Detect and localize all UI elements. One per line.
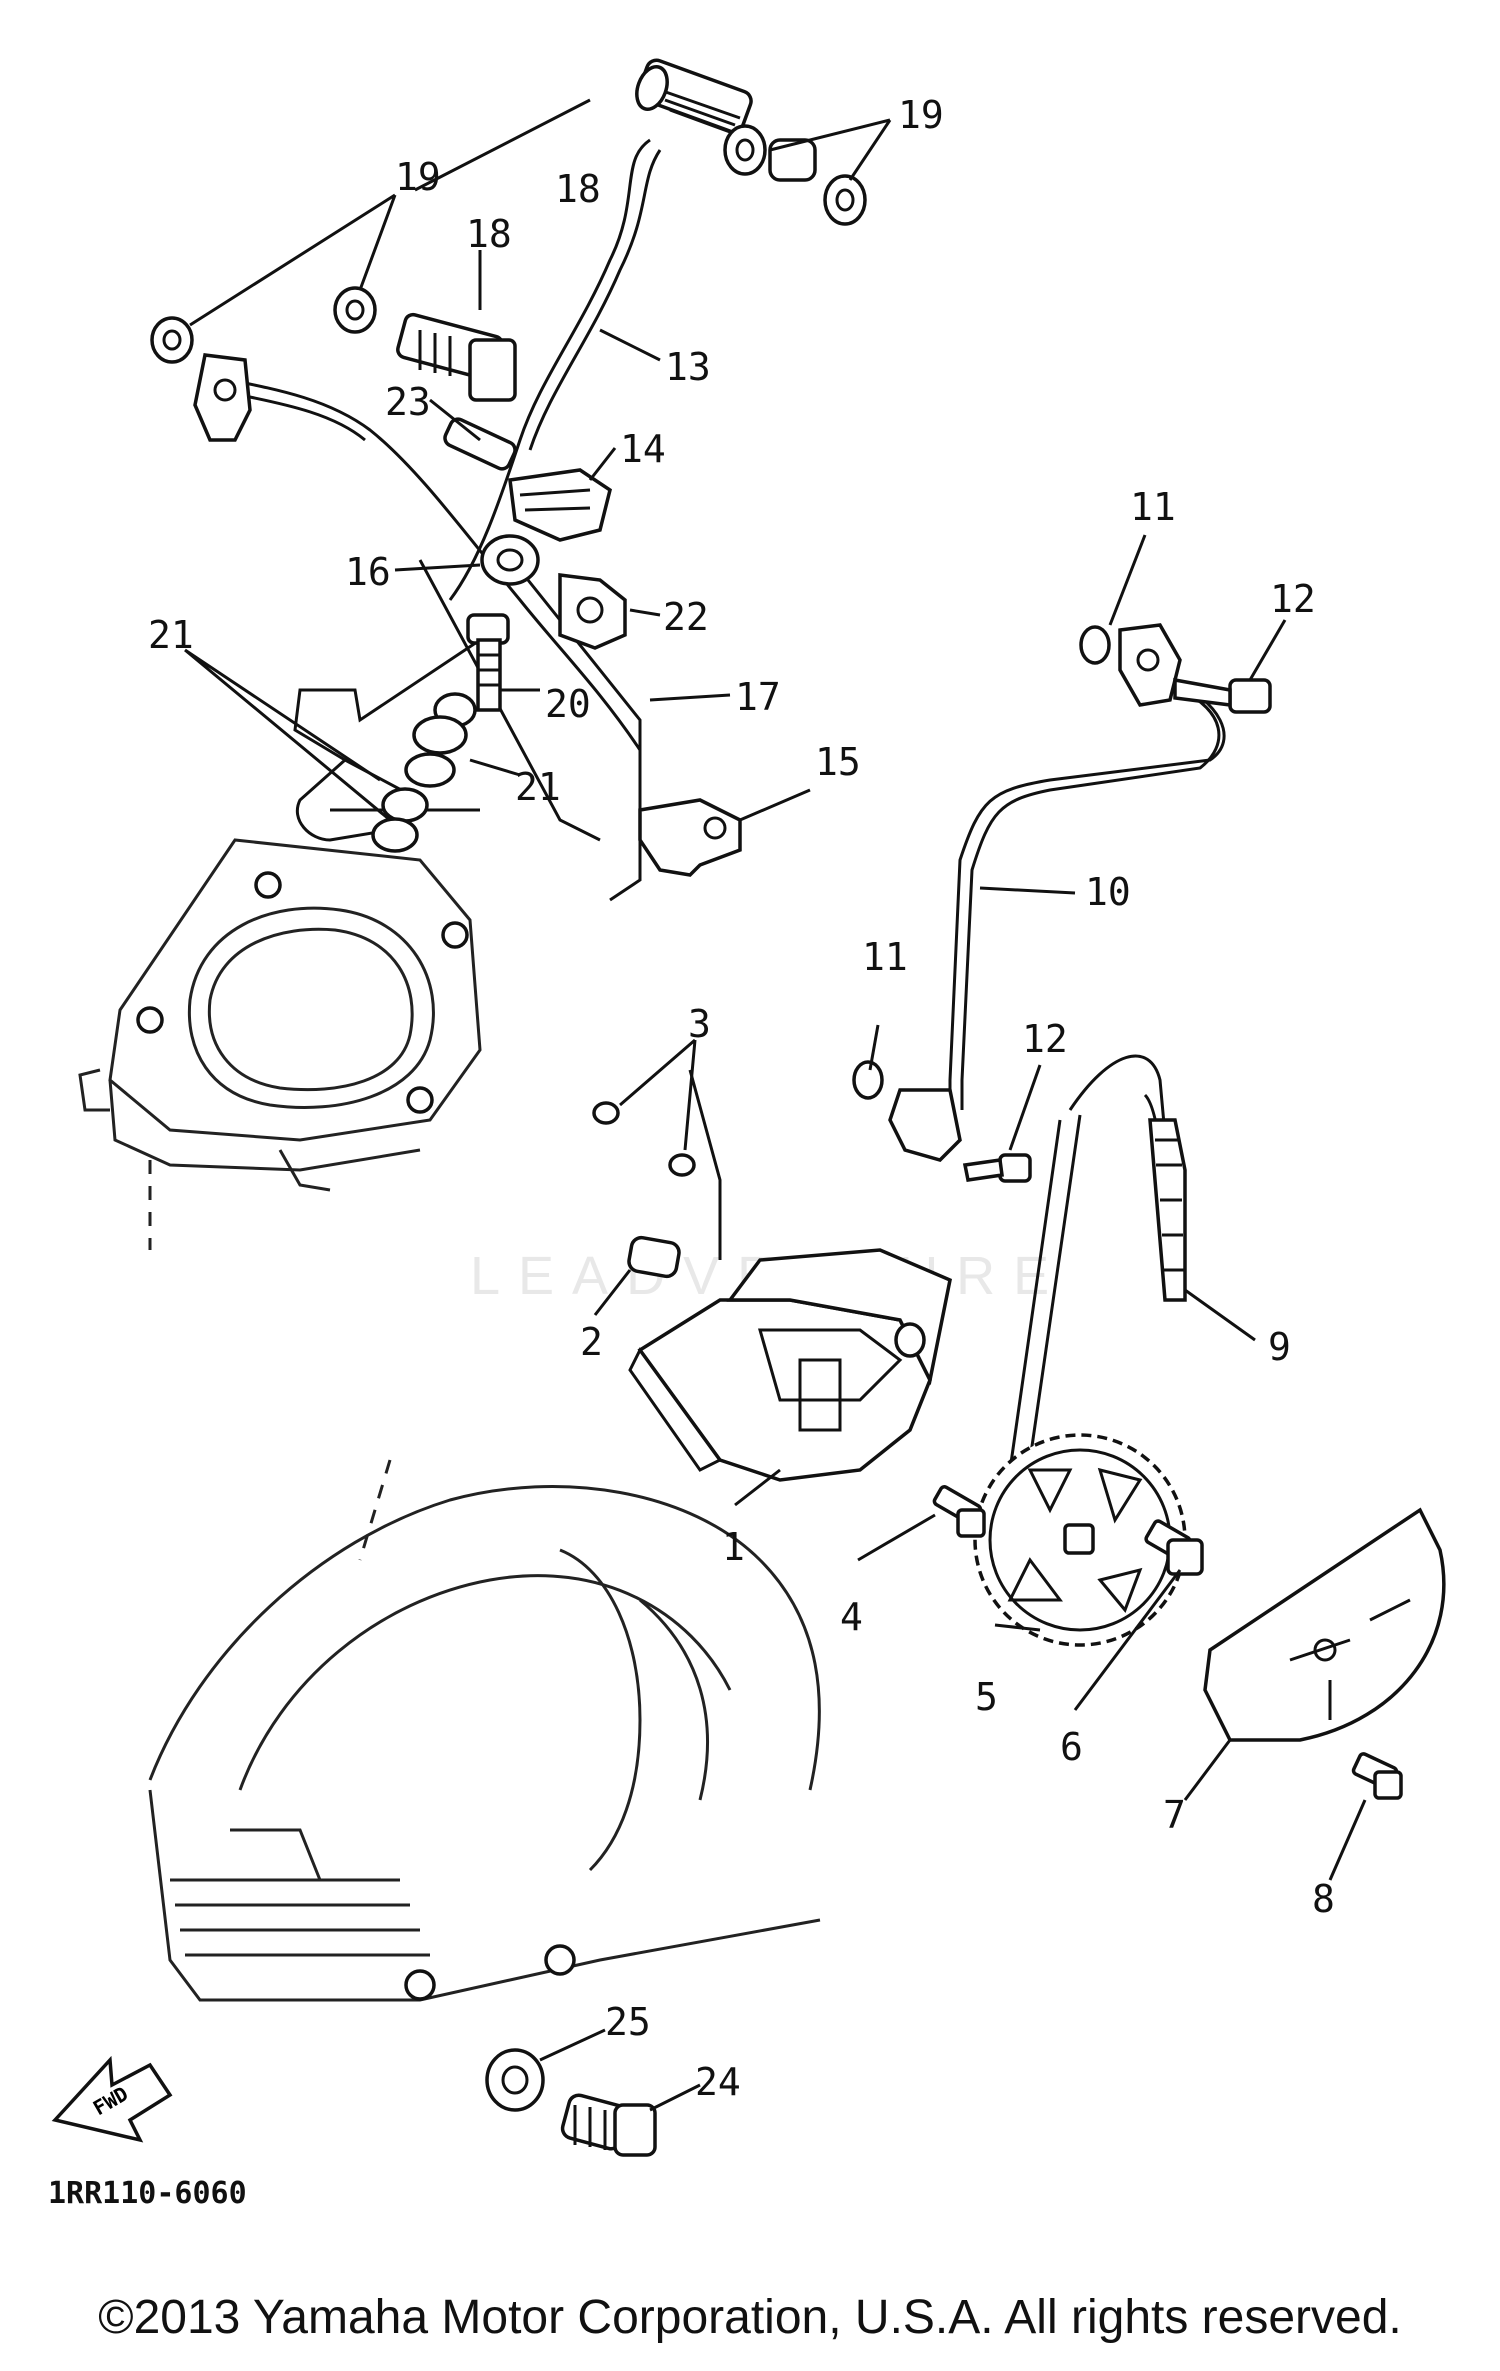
callout-5: 5 [975,1675,998,1719]
callout-7: 7 [1163,1793,1186,1837]
callout-16: 16 [345,550,391,594]
copyright-notice: ©2013 Yamaha Motor Corporation, U.S.A. A… [98,2291,1402,2344]
drive-chain-9 [1008,1054,1187,1471]
union-bolt-18-top [635,58,753,134]
oil-pipe-10 [852,623,1272,1183]
callout-19: 19 [898,93,944,137]
bolt-8 [1351,1752,1403,1800]
washer-19-top-right [723,124,867,226]
union-bolt-20 [466,613,510,712]
washers-21 [371,692,477,853]
callout-1: 1 [722,1525,745,1569]
clip-23 [443,417,517,471]
callout-21: 21 [148,613,194,657]
callout-12: 12 [1022,1017,1068,1061]
callout-23: 23 [385,380,431,424]
callout-25: 25 [605,2000,651,2044]
cover-7 [1203,1507,1446,1742]
callout-labels: 19 18 19 18 13 23 14 16 22 20 17 21 21 1… [148,93,1335,2104]
gasket-25 [485,2048,545,2112]
callout-17: 17 [735,675,781,719]
callout-21: 21 [515,765,561,809]
callout-18: 18 [555,167,601,211]
callout-12: 12 [1270,577,1316,621]
callout-13: 13 [665,345,711,389]
callout-10: 10 [1085,870,1131,914]
callout-20: 20 [545,682,591,726]
callout-11: 11 [1130,485,1176,529]
callout-6: 6 [1060,1725,1083,1769]
forward-direction-arrow: FWD [51,2055,173,2143]
callout-22: 22 [663,595,709,639]
callout-2: 2 [580,1320,603,1364]
callout-9: 9 [1268,1325,1291,1369]
gasket-16 [480,534,540,586]
callout-18: 18 [466,212,512,256]
callout-4: 4 [840,1595,863,1639]
bolt-6 [1144,1519,1204,1576]
callout-8: 8 [1312,1877,1335,1921]
washer-19-left [150,286,377,364]
fitting-15 [638,798,742,877]
fitting-22 [558,573,627,650]
clamp-14 [508,468,612,542]
sprocket-5 [973,1433,1187,1647]
callout-19: 19 [395,155,441,199]
crankcase-illustration [148,1459,821,2002]
callout-11: 11 [862,935,908,979]
leader-lines [184,98,1367,2112]
union-bolt-18-left [396,312,517,402]
o-rings-3 [592,1069,722,1260]
dowel-pin-2 [627,1235,681,1279]
oil-pump-1 [628,1248,952,1482]
drain-bolt-24 [560,2093,657,2157]
callout-24: 24 [695,2060,741,2104]
callout-3: 3 [688,1002,711,1046]
callout-14: 14 [620,427,666,471]
callout-15: 15 [815,740,861,784]
cylinder-illustration [78,838,482,1250]
union-fitting-left [193,353,252,442]
bolt-4 [932,1485,986,1538]
catalog-code: 1RR110-6060 [48,2176,247,2211]
